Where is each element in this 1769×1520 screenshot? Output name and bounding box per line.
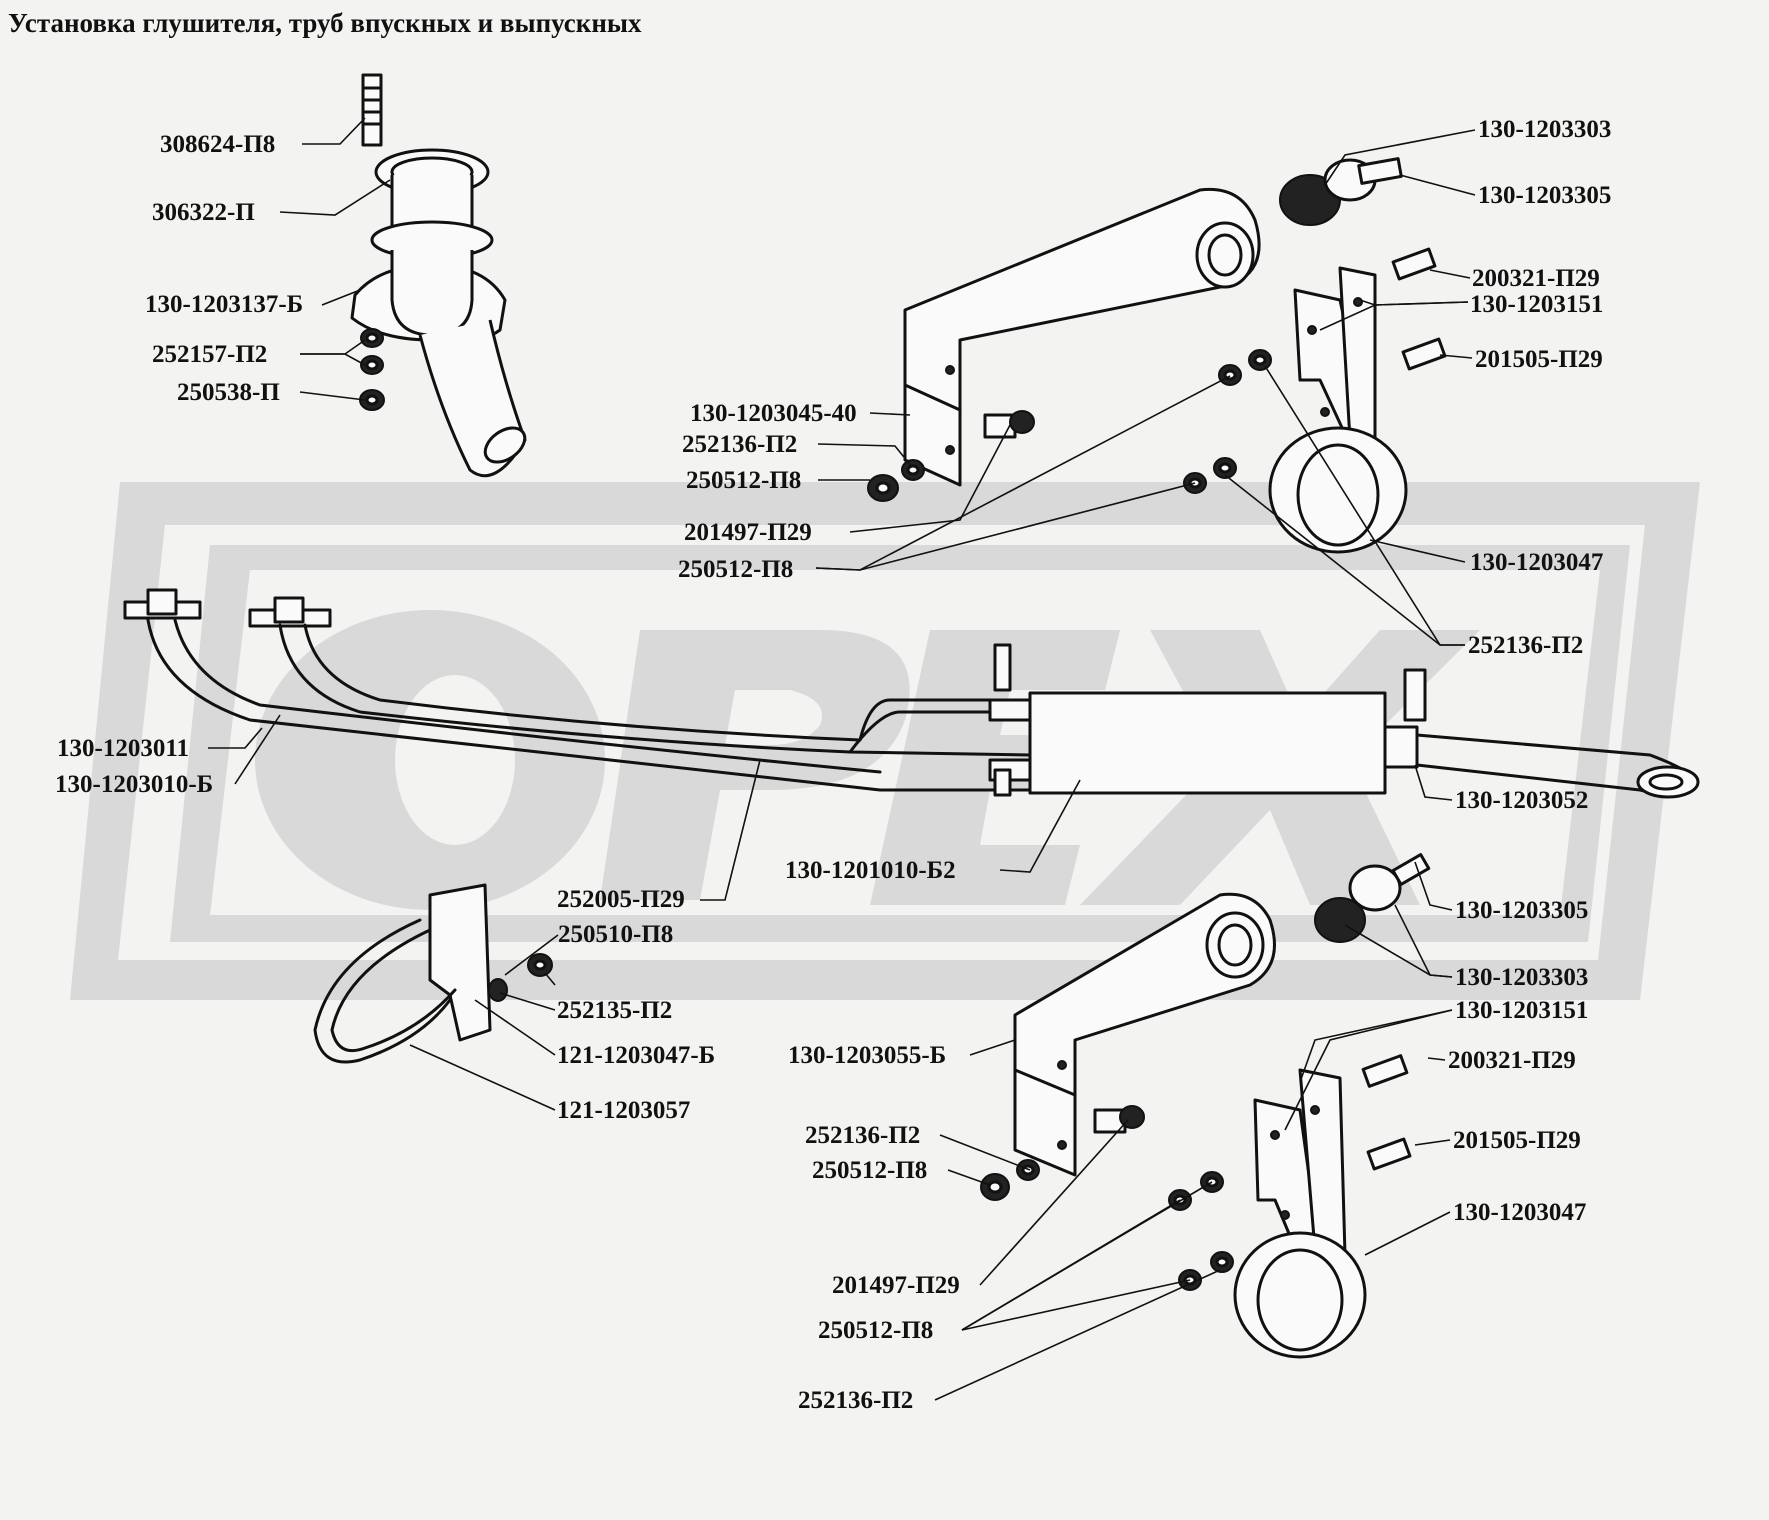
lower-left-hanger (313, 883, 553, 1064)
part-label: 306322-П (152, 199, 255, 226)
part-label: 250512-П8 (686, 467, 801, 494)
part-label: 130-1203151 (1470, 291, 1603, 318)
part-label: 130-1203047 (1453, 1199, 1586, 1226)
part-label: 252136-П2 (798, 1387, 913, 1414)
part-labels: 308624-П8 306322-П 130-1203137-Б 252157-… (55, 116, 1611, 1414)
upper-clamp (1183, 157, 1447, 554)
part-label: 130-1203047 (1470, 549, 1603, 576)
upper-bracket (867, 187, 1261, 502)
part-label: 121-1203057 (557, 1097, 690, 1124)
part-label: 250512-П8 (818, 1317, 933, 1344)
part-label: 252136-П2 (805, 1122, 920, 1149)
part-label: 130-1203137-Б (145, 291, 303, 318)
part-label: 201497-П29 (684, 519, 812, 546)
part-label: 252136-П2 (682, 431, 797, 458)
part-label: 201497-П29 (832, 1272, 960, 1299)
part-label: 121-1203047-Б (557, 1042, 715, 1069)
part-label: 200321-П29 (1448, 1047, 1576, 1074)
part-label: 130-1203011 (57, 735, 189, 762)
part-label: 130-1203010-Б (55, 771, 213, 798)
part-label: 130-1203045-40 (690, 400, 857, 427)
part-label: 250538-П (177, 379, 280, 406)
part-label: 130-1203055-Б (788, 1042, 946, 1069)
part-label: 130-1203303 (1455, 964, 1588, 991)
part-label: 130-1203305 (1455, 897, 1588, 924)
part-label: 252005-П29 (557, 886, 685, 913)
part-label: 252136-П2 (1468, 632, 1583, 659)
part-label: 130-1203052 (1455, 787, 1588, 814)
part-label: 252157-П2 (152, 341, 267, 368)
part-label: 201505-П29 (1453, 1127, 1581, 1154)
part-label: 200321-П29 (1472, 265, 1600, 292)
intake-pipe-assembly (350, 73, 527, 478)
part-label: 308624-П8 (160, 131, 275, 158)
part-label: 252135-П2 (557, 997, 672, 1024)
part-label: 130-1201010-Б2 (785, 857, 956, 884)
part-label: 250510-П8 (558, 921, 673, 948)
leader-lines (208, 117, 1476, 1401)
lower-clamp (1168, 1054, 1412, 1359)
part-label: 130-1203305 (1478, 182, 1611, 209)
exhaust-pipes-muffler (123, 588, 1700, 799)
diagram-title: Установка глушителя, труб впускных и вып… (8, 8, 642, 38)
part-label: 250512-П8 (678, 556, 793, 583)
part-label: 130-1203151 (1455, 997, 1588, 1024)
part-label: 201505-П29 (1475, 346, 1603, 373)
part-label: 130-1203303 (1478, 116, 1611, 143)
part-label: 250512-П8 (812, 1157, 927, 1184)
